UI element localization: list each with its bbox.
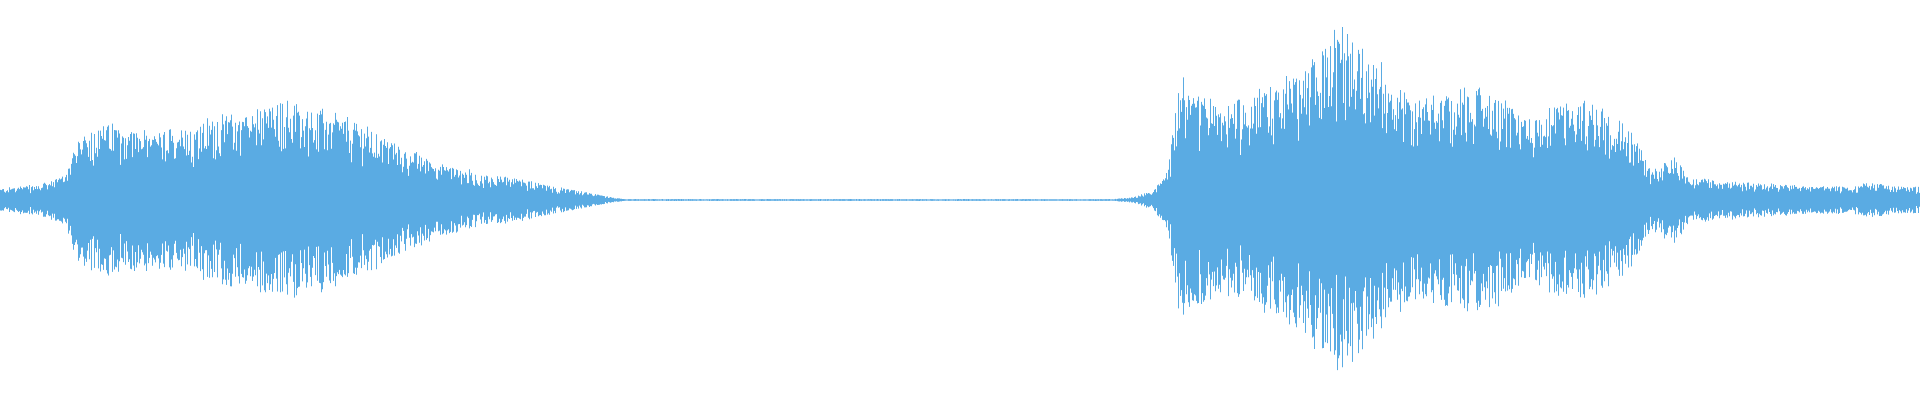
waveform-bars (0, 27, 1920, 371)
waveform-samples (0, 27, 1920, 371)
